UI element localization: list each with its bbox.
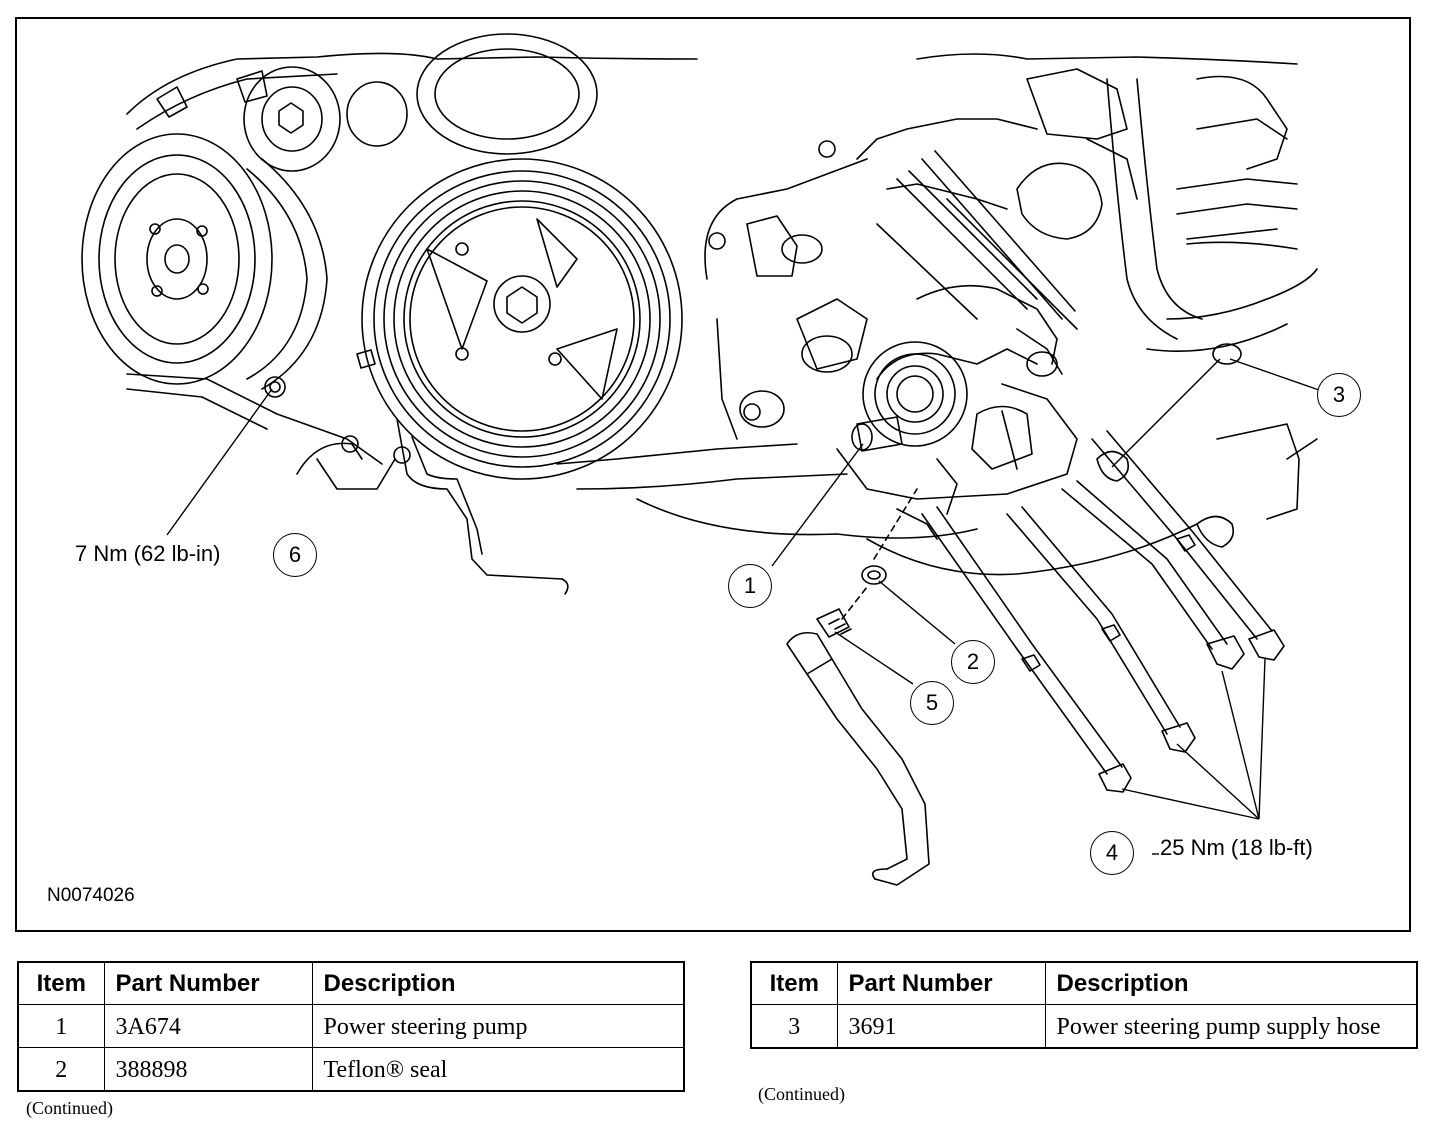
engine-line-drawing: [81, 33, 1320, 886]
header-item: Item: [17, 961, 105, 1005]
header-item: Item: [750, 961, 838, 1005]
cell-part-number: 3A674: [103, 1004, 313, 1048]
continued-note-right: (Continued): [758, 1084, 845, 1104]
callout-2: 2: [951, 640, 995, 684]
cell-item: 3: [750, 1004, 838, 1049]
header-description: Description: [1044, 961, 1418, 1005]
exploded-view-figure: 6 1 2 3 5 4 7 Nm (62 lb-in) 25 Nm (18 lb…: [15, 17, 1411, 932]
table-row: 2 388898 Teflon® seal: [17, 1047, 685, 1092]
figure-id: N0074026: [47, 885, 135, 906]
table-row: 3 3691 Power steering pump supply hose: [750, 1004, 1418, 1049]
cell-description: Power steering pump: [311, 1004, 685, 1048]
parts-table-right: Item Part Number Description 3 3691 Powe…: [750, 961, 1418, 1049]
cell-part-number: 3691: [836, 1004, 1046, 1049]
cell-item: 2: [17, 1047, 105, 1092]
table-row: 1 3A674 Power steering pump: [17, 1004, 685, 1048]
torque-label-callout-4: 25 Nm (18 lb-ft): [1160, 835, 1313, 860]
table-header-row: Item Part Number Description: [17, 961, 685, 1005]
table-header-row: Item Part Number Description: [750, 961, 1418, 1005]
callout-1: 1: [728, 564, 772, 608]
cell-description: Teflon® seal: [311, 1047, 685, 1092]
parts-table-left: Item Part Number Description 1 3A674 Pow…: [17, 961, 685, 1092]
torque-label-callout-6: 7 Nm (62 lb-in): [75, 541, 221, 566]
callout-5: 5: [910, 681, 954, 725]
header-part-number: Part Number: [836, 961, 1046, 1005]
callout-3: 3: [1317, 373, 1361, 417]
callout-4: 4: [1090, 831, 1134, 875]
callout-6: 6: [273, 533, 317, 577]
cell-description: Power steering pump supply hose: [1044, 1004, 1418, 1049]
continued-note-left: (Continued): [26, 1098, 113, 1118]
cell-part-number: 388898: [103, 1047, 313, 1092]
cell-item: 1: [17, 1004, 105, 1048]
header-description: Description: [311, 961, 685, 1005]
header-part-number: Part Number: [103, 961, 313, 1005]
